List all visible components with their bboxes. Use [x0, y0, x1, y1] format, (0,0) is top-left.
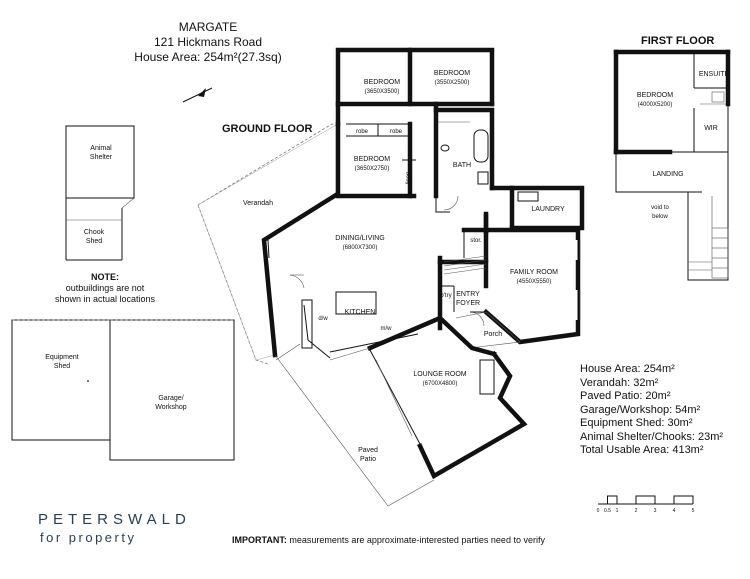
kitchen-label: KITCHEN [345, 309, 376, 316]
dishwasher-label: d/w [318, 316, 328, 322]
scale-label: 4 [673, 508, 676, 514]
note-line-2: shown in actual locations [54, 294, 156, 304]
plan-header: MARGATE 121 Hickmans Road House Area: 25… [108, 20, 308, 65]
brand-tagline: for property [40, 530, 137, 545]
scale-label: 5 [692, 508, 695, 514]
area-line: Total Usable Area: 413m² [580, 444, 704, 456]
family-room-label: FAMILY ROOM [510, 269, 558, 276]
pantry-label: p'try [440, 293, 451, 299]
equipment-shed-label-2: Shed [54, 363, 70, 370]
verandah: Verandah [197, 123, 337, 365]
void-label-2: below [652, 214, 668, 220]
dining-living-walls [261, 191, 443, 361]
garage-label-2: Workshop [155, 404, 186, 411]
area-line: House Area: 254m² [580, 363, 675, 375]
animal-shelter: Animal Shelter Chook Shed [65, 125, 135, 261]
entry-foyer: p'try ENTRY FOYER [437, 255, 489, 327]
dining-living-label: DINING/LIVING [335, 235, 384, 242]
scale-label: 0 [597, 508, 600, 514]
robe-2-label: robe [390, 129, 403, 135]
outbuildings-note: NOTE: outbuildings are not shown in actu… [40, 272, 170, 305]
disclaimer: IMPORTANT: measurements are approximate-… [232, 535, 545, 545]
void-label-1: void to [651, 205, 669, 211]
area-line: Equipment Shed: 30m² [580, 417, 693, 429]
disclaimer-text: measurements are approximate-interested … [286, 535, 545, 545]
storage: stor. [461, 211, 489, 263]
patio-label: Patio [360, 456, 376, 463]
area-line: Garage/Workshop: 54m² [580, 403, 701, 416]
linen-label: linen [406, 172, 412, 185]
scale-label: 2 [635, 508, 638, 514]
disclaimer-bold: IMPORTANT: [232, 535, 287, 545]
animal-shelter-label-1: Animal [90, 145, 112, 152]
garage-workshop: Garage/ Workshop [109, 319, 235, 461]
scale-label: 0.5 [604, 508, 611, 514]
chook-shed-label-2: Shed [86, 238, 102, 245]
entry-label: ENTRY [456, 291, 480, 298]
bedroom-1-label: BEDROOM [364, 79, 400, 86]
stor-label: stor. [470, 238, 482, 244]
note-title: NOTE: [91, 272, 119, 282]
bedroom-3-label: BEDROOM [354, 156, 390, 163]
area-line: Verandah: 32m² [580, 376, 659, 389]
ground-floor-label: GROUND FLOOR [222, 123, 312, 135]
bedroom-wing-walls [335, 47, 495, 199]
first-floor-label: FIRST FLOOR [641, 35, 714, 47]
scale-label: 1 [616, 508, 619, 514]
animal-shelter-label-2: Shelter [90, 154, 113, 161]
first-floor-plan: BEDROOM (4000X5200) ENSUITE WIR LANDING … [613, 49, 731, 281]
wir-label: WIR [704, 125, 718, 132]
porch: Porch [455, 311, 521, 349]
equipment-shed: Equipment Shed [11, 319, 110, 441]
note-line-1: outbuildings are not [65, 283, 145, 293]
family-room-dims: (4550X5550) [517, 279, 552, 285]
microwave-label: m/w [381, 326, 393, 332]
lounge-room-dims: (6700X4800) [423, 381, 458, 387]
landing-label: LANDING [652, 171, 683, 178]
brand-name: PETERSWALD [38, 511, 191, 528]
lounge-room: LOUNGE ROOM (6700X4800) [367, 315, 528, 480]
chook-shed-label-1: Chook [84, 229, 105, 236]
first-bedroom-label: BEDROOM [637, 92, 673, 99]
paved-label: Paved [358, 447, 378, 454]
bedroom-1-dims: (3650X3500) [365, 89, 400, 95]
property-address: 121 Hickmans Road [153, 35, 263, 49]
laundry: LAUNDRY [435, 185, 585, 231]
bedroom-3-dims: (3650X2750) [355, 166, 390, 172]
property-title: MARGATE [178, 20, 238, 34]
house-area-heading: House Area: 254m²(27.3sq) [134, 50, 282, 64]
bathroom: BATH [433, 107, 495, 191]
bedroom-2-dims: (3550X2500) [435, 80, 470, 86]
scale-bar-line [598, 495, 694, 505]
bedroom-2-label: BEDROOM [434, 70, 470, 77]
scale-bar: 0 0.5 1 2 3 4 5 [597, 495, 695, 514]
robe-1-label: robe [356, 129, 369, 135]
paved-patio: Paved Patio [274, 347, 435, 507]
verandah-label: Verandah [243, 200, 273, 207]
bath-label: BATH [453, 162, 471, 169]
equipment-shed-label-1: Equipment [45, 354, 79, 361]
scale-label: 3 [654, 508, 657, 514]
north-arrow-icon [182, 87, 213, 103]
area-line: Paved Patio: 20m² [580, 390, 671, 402]
foyer-label: FOYER [456, 300, 480, 307]
family-room: FAMILY ROOM (4550X5550) [482, 213, 581, 345]
lounge-room-label: LOUNGE ROOM [413, 371, 466, 378]
area-line: Animal Shelter/Chooks: 23m² [580, 430, 724, 443]
garage-label-1: Garage/ [158, 395, 183, 402]
first-bedroom-dims: (4000X5200) [638, 102, 673, 108]
ensuite-label: ENSUITE [699, 71, 730, 78]
laundry-label: LAUNDRY [531, 206, 565, 213]
porch-label: Porch [484, 331, 502, 338]
dining-living-dims: (6800X7300) [343, 245, 378, 251]
